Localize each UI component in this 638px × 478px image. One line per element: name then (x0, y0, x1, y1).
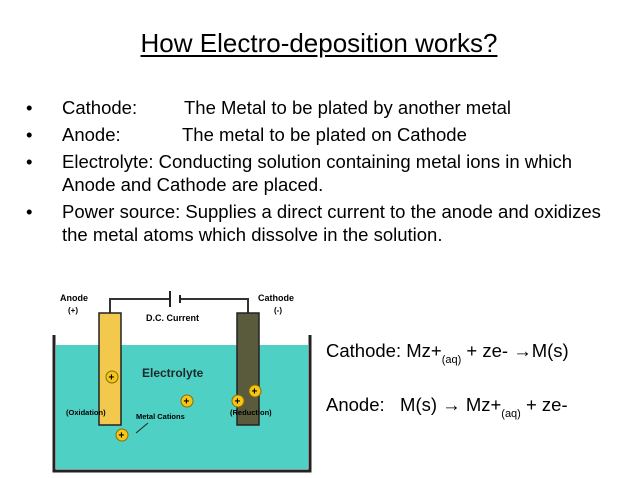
dc-current-label: D.C. Current (146, 313, 199, 323)
bullet-term: Anode: (62, 124, 121, 145)
anode-electrode (98, 312, 122, 426)
cathode-label: Cathode (258, 293, 294, 303)
cathode-equation: Cathode: Mz+(aq) + ze- →M(s) (326, 340, 569, 366)
metal-cation-ion: + (248, 384, 262, 398)
metal-cation-ion: + (115, 428, 129, 442)
bullet-term: Power source: (62, 201, 181, 222)
metal-cation-ion: + (231, 394, 245, 408)
slide-title: How Electro-deposition works? (140, 28, 498, 58)
svg-text:+: + (119, 431, 125, 442)
svg-text:+: + (109, 373, 115, 384)
wire-anode (109, 298, 170, 313)
bullet-dot: • (26, 124, 33, 145)
electrolyte-solution (56, 345, 308, 469)
svg-text:+: + (184, 397, 190, 408)
svg-text:+: + (235, 397, 241, 408)
bullet-power-source: • Power source: Supplies a direct curren… (22, 200, 622, 246)
cation-arrow (135, 422, 149, 434)
bullet-text: Supplies a direct current to the anode a… (62, 201, 601, 245)
anode-sign: (+) (68, 306, 78, 315)
electrodeposition-diagram: Anode (+) Cathode (-) D.C. Current Elect… (52, 291, 312, 473)
anode-label: Anode (60, 293, 88, 303)
wire-cathode (180, 298, 249, 313)
bullet-list: • Cathode: The Metal to be plated by anot… (22, 96, 622, 250)
tank-wall (52, 335, 312, 473)
bullet-term: Electrolyte: (62, 151, 154, 172)
bullet-anode: • Anode: The metal to be plated on Cathod… (22, 123, 622, 146)
bullet-dot: • (26, 201, 33, 222)
svg-text:+: + (252, 387, 258, 398)
bullet-term: Cathode: (62, 97, 138, 118)
electrolyte-label: Electrolyte (142, 366, 204, 380)
bullet-text: The metal to be plated on Cathode (182, 124, 467, 145)
bullet-electrolyte: • Electrolyte: Conducting solution conta… (22, 150, 622, 196)
metal-cation-ion: + (180, 394, 194, 408)
bullet-dot: • (26, 97, 33, 118)
bullet-cathode: • Cathode: The Metal to be plated by anot… (22, 96, 622, 119)
oxidation-label: (Oxidation) (66, 408, 106, 417)
cathode-sign: (-) (274, 306, 282, 315)
bullet-text: Conducting solution containing metal ion… (62, 151, 573, 195)
bullet-dot: • (26, 151, 33, 172)
bullet-text: The Metal to be plated by another metal (184, 97, 512, 118)
metal-cations-label: Metal Cations (136, 412, 185, 421)
reduction-label: (Reduction) (230, 408, 272, 417)
metal-cation-ion: + (105, 370, 119, 384)
anode-equation: Anode: M(s) → Mz+(aq) + ze- (326, 394, 568, 420)
